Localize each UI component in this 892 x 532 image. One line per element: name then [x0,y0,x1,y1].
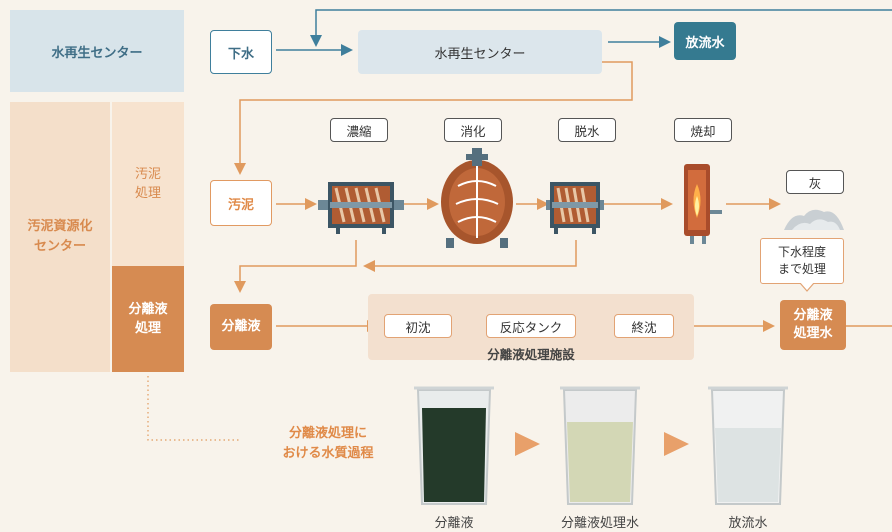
stage-thickening-label: 濃縮 [330,118,388,142]
caption-discharge-water: 放流水 [728,516,768,531]
digester-icon [441,148,513,248]
beaker-discharge-water [708,386,788,505]
thickener-icon [318,182,404,234]
water-center-box: 水再生センター [358,30,602,74]
stage-dewatering-label: 脱水 [558,118,616,142]
primary-sedimentation-box: 初沈 [384,314,452,338]
separation-facility-caption: 分離液処理施設 [487,347,575,362]
stage-incineration-label: 焼却 [674,118,732,142]
beaker-separated-liquid [414,386,494,505]
sludge-box: 汚泥 [210,180,272,226]
final-sedimentation-box: 終沈 [614,314,674,338]
sidebar-water-center: 水再生センター [10,10,184,92]
sidebar-separation-treatment: 分離液処理 [110,266,184,372]
ash-pile-icon [784,209,844,230]
stage-digestion-label: 消化 [444,118,502,142]
incinerator-icon [684,164,722,244]
separated-treated-water-box: 分離液処理水 [780,300,846,350]
ash-label: 灰 [786,170,844,194]
sidebar-sludge-treatment: 汚泥処理 [110,102,184,266]
reaction-tank-box: 反応タンク [486,314,576,338]
treatment-level-note: 下水程度まで処理 [760,238,844,284]
sidebar-sludge-center: 汚泥資源化センター [10,102,110,372]
caption-treated-water: 分離液処理水 [560,516,639,531]
sewage-box: 下水 [210,30,272,74]
separated-liquid-box: 分離液 [210,304,272,350]
note-pointer [800,283,814,292]
photo-heading: 分離液処理における水質過程 [282,426,374,461]
dewatering-icon [546,182,604,234]
beaker-treated-water [560,386,640,505]
discharge-box: 放流水 [674,22,736,60]
caption-separated-liquid: 分離液 [434,516,474,531]
